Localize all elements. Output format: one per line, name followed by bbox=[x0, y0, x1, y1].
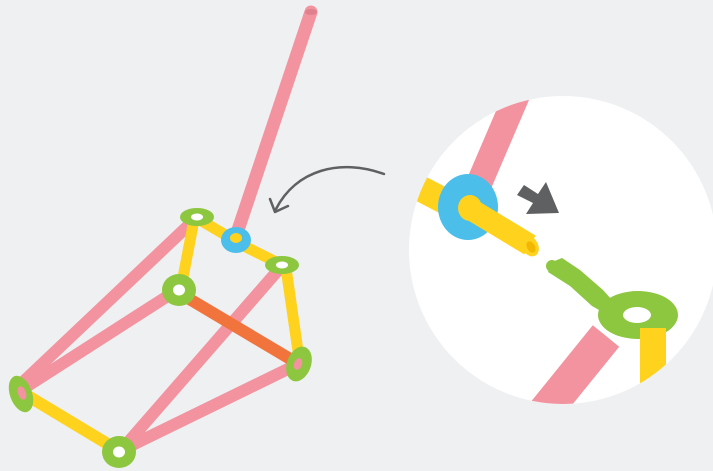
main-structure bbox=[8, 5, 318, 468]
pink-straw-mid-left bbox=[20, 286, 180, 393]
green-connector-top-right bbox=[265, 256, 299, 274]
pink-straw-right-bottom bbox=[118, 262, 286, 453]
push-arrow-icon bbox=[517, 182, 559, 214]
green-connector-far-left bbox=[8, 375, 34, 413]
zoom-yellow-straw-end bbox=[466, 200, 539, 257]
pink-straws bbox=[16, 216, 298, 455]
green-connectors bbox=[8, 208, 312, 468]
zoom-circle bbox=[409, 96, 713, 404]
zoom-pink-straw-bottom bbox=[524, 325, 620, 404]
green-connector-right bbox=[286, 346, 312, 382]
zoom-inset bbox=[409, 96, 713, 404]
green-connector-bottom bbox=[102, 436, 136, 468]
green-connector-mid-left bbox=[162, 274, 196, 306]
tall-pink-straw bbox=[229, 5, 318, 243]
pink-straw-bottom bbox=[118, 361, 298, 455]
green-connector-top bbox=[180, 208, 214, 226]
curved-arrow bbox=[268, 165, 386, 214]
blue-collar bbox=[221, 227, 251, 253]
zoom-green-connector bbox=[546, 258, 678, 339]
arrowhead-icon bbox=[268, 197, 290, 214]
zoom-yellow-straw-right bbox=[640, 328, 666, 398]
orange-straw bbox=[175, 288, 303, 369]
yellow-straw-vertical-right bbox=[280, 262, 305, 364]
yellow-straw-bottom-left bbox=[22, 390, 122, 455]
pink-straw-top-left bbox=[16, 216, 198, 389]
